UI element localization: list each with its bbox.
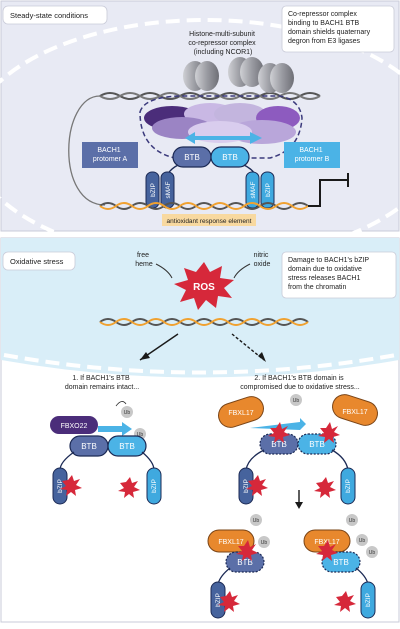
svg-text:bZIP: bZIP: [365, 593, 372, 607]
case1-label: 1. If BACH1's BTB domain remains intact.…: [65, 375, 139, 391]
svg-text:bZIP: bZIP: [243, 479, 250, 493]
steady-state-panel: Steady-state conditions Histone-multi-su…: [0, 0, 400, 262]
bzip-smaf-a: bZIP sMAF: [145, 171, 175, 209]
svg-text:BTB: BTB: [271, 440, 287, 449]
svg-text:FBXL17: FBXL17: [342, 409, 367, 416]
svg-text:BTB: BTB: [333, 558, 349, 567]
panel-title-oxidative: Oxidative stress: [10, 257, 64, 266]
svg-text:BTB: BTB: [237, 558, 253, 567]
ros-burst: ROS: [174, 262, 234, 310]
svg-text:BTB: BTB: [119, 442, 135, 451]
nucleosomes: [183, 57, 294, 93]
corepressor-complex-outline: [139, 95, 303, 159]
svg-text:FBXL17: FBXL17: [228, 410, 253, 417]
svg-text:FBXL17: FBXL17: [218, 539, 243, 546]
svg-text:bZIP: bZIP: [57, 479, 64, 493]
panel-title-steady: Steady-state conditions: [10, 11, 88, 20]
svg-text:FBXO22: FBXO22: [61, 423, 88, 430]
fbxo22: [50, 416, 98, 434]
complex-label: Histone-multi-subunit co-repressor compl…: [188, 31, 257, 56]
svg-text:BTB: BTB: [309, 440, 325, 449]
svg-text:sMAF: sMAF: [250, 181, 257, 198]
btb-domain-b: [210, 146, 250, 168]
repressed-gene-arrow: [308, 179, 348, 207]
svg-text:sMAF: sMAF: [165, 181, 172, 198]
released-dna: [99, 318, 309, 326]
svg-text:bZIP: bZIP: [215, 593, 222, 607]
svg-text:Ub: Ub: [349, 518, 356, 524]
svg-text:BTB: BTB: [222, 153, 238, 162]
svg-text:ROS: ROS: [193, 282, 215, 293]
case2-diagram-top: FBXL17 FBXL17 Ub BTB BTB bZIP bZIP: [218, 394, 378, 505]
case2-label: 2. If BACH1's BTB domain is compromised …: [240, 375, 359, 391]
svg-text:Ub: Ub: [369, 550, 376, 556]
protomer-b-label: BACH1 protomer B: [295, 147, 330, 163]
case1-diagram: FBXO22 Ub Ub BTB BTB bZIP bZIP: [50, 401, 162, 505]
svg-text:Ub: Ub: [124, 410, 131, 416]
svg-text:bZIP: bZIP: [151, 479, 158, 493]
nitric-oxide-label: nitric oxide: [254, 252, 271, 268]
steady-note: Co-repressor complex binding to BACH1 BT…: [288, 11, 372, 45]
corepressor-subunits: [144, 103, 300, 144]
svg-text:BTB: BTB: [81, 442, 97, 451]
are-label: antioxidant response element: [167, 218, 252, 225]
svg-text:bZIP: bZIP: [150, 183, 157, 197]
lower-dna: [99, 202, 309, 210]
svg-text:Ub: Ub: [293, 398, 300, 404]
bzip-smaf-b: sMAF bZIP: [245, 171, 275, 209]
svg-text:Ub: Ub: [261, 540, 268, 546]
case2-diagram-bottom: FBXL17 Ub Ub BTB bZIP FBXL17 Ub Ub Ub BT…: [207, 514, 378, 619]
svg-text:bZIP: bZIP: [265, 183, 272, 197]
svg-text:Ub: Ub: [137, 432, 144, 438]
free-heme-label: free heme: [135, 252, 153, 268]
svg-text:Ub: Ub: [253, 518, 260, 524]
svg-text:BTB: BTB: [184, 153, 200, 162]
dna-loop: [68, 95, 106, 206]
svg-text:bZIP: bZIP: [345, 479, 352, 493]
svg-text:Ub: Ub: [359, 538, 366, 544]
oxidative-note: Damage to BACH1's bZIP domain due to oxi…: [288, 257, 371, 291]
protomer-a-label: BACH1 protomer A: [93, 147, 128, 163]
oxidative-stress-panel: Oxidative stress free heme nitric oxide …: [0, 237, 400, 623]
